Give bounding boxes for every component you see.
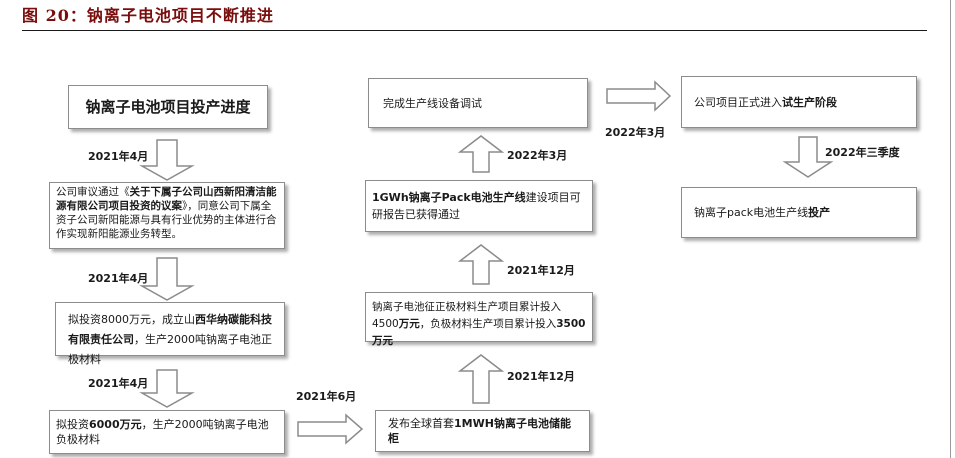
- trial-box: 公司项目正式进入试生产阶段: [681, 76, 917, 128]
- investment-text: 钠离子电池征正极材料生产项目累计投入4500万元，负极材料生产项目累计投入350…: [372, 301, 586, 347]
- debug-box: 完成生产线设备调试: [368, 78, 588, 128]
- date-label-dec-2: 2021年12月: [507, 264, 575, 277]
- up-arrow-1: [457, 354, 505, 404]
- step1-box: 公司审议通过《关于下属子公司山西新阳清洁能源有限公司项目投资的议案》，同意公司下…: [49, 182, 285, 249]
- gwh-box: 1GWh钠离子Pack电池生产线建设项目可研报告已获得通过: [365, 180, 593, 232]
- step2-box: 拟投资8000万元，成立山西华纳碳能科技有限责任公司，生产2000吨钠离子电池正…: [55, 302, 285, 366]
- step2-text: 拟投资8000万元，成立山西华纳碳能科技有限责任公司，生产2000吨钠离子电池正…: [68, 313, 272, 366]
- trial-text: 公司项目正式进入试生产阶段: [694, 95, 837, 109]
- header-box: 钠离子电池项目投产进度: [68, 85, 268, 129]
- down-arrow-right: [782, 136, 834, 178]
- down-arrow-3: [139, 369, 195, 408]
- global-first-box: 发布全球首套1MWH钠离子电池储能柜: [375, 410, 590, 452]
- up-arrow-3: [457, 135, 505, 173]
- date-label-mar: 2022年3月: [507, 149, 568, 162]
- pack-text: 钠离子pack电池生产线投产: [694, 206, 831, 219]
- date-label-step3: 2021年4月: [88, 377, 149, 390]
- date-label-dec-1: 2021年12月: [507, 370, 575, 383]
- right-edge-line: [950, 0, 951, 458]
- date-label-q3: 2022年三季度: [825, 146, 900, 159]
- right-arrow-top: [606, 80, 672, 112]
- header-label: 钠离子电池项目投产进度: [85, 97, 251, 116]
- debug-text: 完成生产线设备调试: [383, 96, 482, 110]
- down-arrow-2: [139, 257, 195, 301]
- date-label-transfer-mid: 2021年6月: [296, 390, 357, 403]
- step3-box: 拟投资6000万元，生产2000吨钠离子电池负极材料: [49, 410, 285, 454]
- down-arrow-1: [139, 139, 195, 181]
- title-underline: [22, 30, 927, 31]
- investment-box: 钠离子电池征正极材料生产项目累计投入4500万元，负极材料生产项目累计投入350…: [365, 292, 593, 347]
- global-first-text: 发布全球首套1MWH钠离子电池储能柜: [388, 417, 571, 445]
- pack-box: 钠离子pack电池生产线投产: [681, 187, 917, 238]
- step1-text: 公司审议通过《关于下属子公司山西新阳清洁能源有限公司项目投资的议案》，同意公司下…: [56, 186, 277, 240]
- gwh-text: 1GWh钠离子Pack电池生产线建设项目可研报告已获得通过: [372, 191, 581, 221]
- step3-text: 拟投资6000万元，生产2000吨钠离子电池负极材料: [56, 418, 269, 446]
- figure-title: 图 20：钠离子电池项目不断推进: [22, 6, 274, 25]
- date-label-step1: 2021年4月: [88, 150, 149, 163]
- date-label-step2: 2021年4月: [88, 272, 149, 285]
- up-arrow-2: [457, 244, 505, 285]
- date-label-transfer-right: 2022年3月: [605, 126, 666, 139]
- right-arrow-bottom: [297, 413, 364, 445]
